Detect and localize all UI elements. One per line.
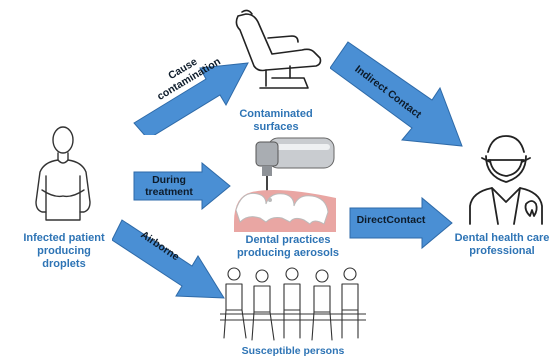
susceptible-persons-label: Susceptible persons bbox=[241, 345, 345, 357]
seated-people-icon bbox=[219, 262, 367, 346]
indirect-contact-arrow bbox=[330, 40, 470, 150]
infected-patient-label: Infected patient producing droplets bbox=[23, 232, 105, 270]
airborne-arrow bbox=[112, 212, 230, 302]
dental-drill-icon bbox=[232, 132, 338, 234]
during-treatment-label: During treatment bbox=[145, 174, 193, 198]
direct-contact-arrow bbox=[348, 196, 454, 250]
cause-contamination-arrow bbox=[128, 55, 258, 135]
infected-person-icon bbox=[28, 120, 98, 225]
dental-practices-label: Dental practices producing aerosols bbox=[236, 234, 340, 259]
during-treatment-arrow bbox=[132, 162, 232, 210]
masked-dentist-icon bbox=[462, 130, 550, 226]
contaminated-surfaces-label: Contaminated surfaces bbox=[239, 108, 313, 133]
dental-chair-icon bbox=[228, 8, 328, 96]
dental-professional-label: Dental health care professional bbox=[454, 232, 550, 257]
direct-contact-label: DirectContact bbox=[356, 214, 426, 226]
